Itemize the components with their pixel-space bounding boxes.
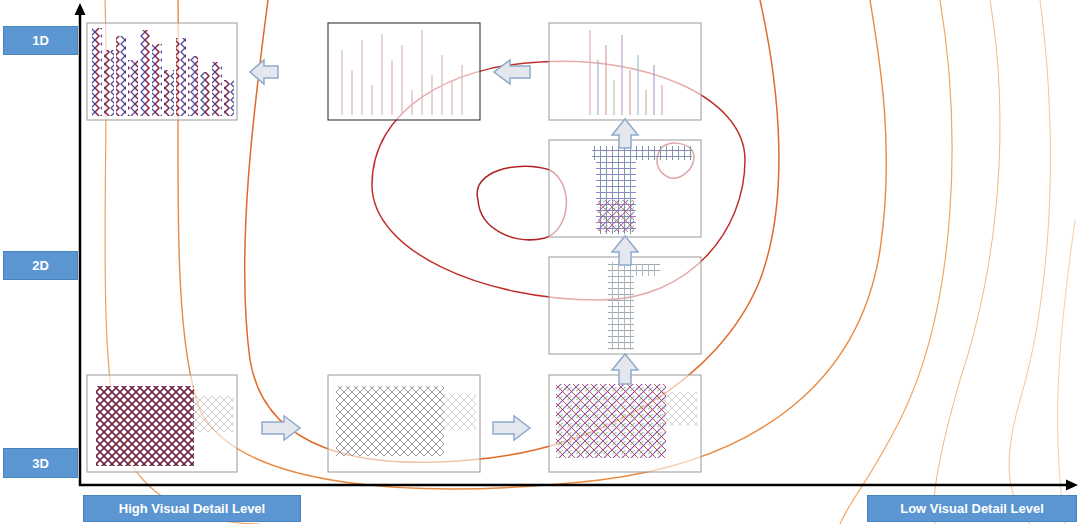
axis-label: 3D <box>32 456 49 471</box>
axis-label: Low Visual Detail Level <box>900 501 1044 516</box>
thumbnails <box>87 23 701 472</box>
axis-label-box: 1D <box>3 26 78 55</box>
axes <box>75 3 1079 491</box>
axis-label-box: 2D <box>3 251 78 280</box>
axis-label-box: 3D <box>3 448 78 478</box>
axis-label-box: Low Visual Detail Level <box>867 495 1077 522</box>
axis-label-box: High Visual Detail Level <box>83 495 301 522</box>
axis-label: High Visual Detail Level <box>119 501 265 516</box>
axis-label: 2D <box>32 258 49 273</box>
contour-lines <box>105 0 1075 524</box>
axis-label: 1D <box>32 33 49 48</box>
block-arrows <box>250 60 638 440</box>
